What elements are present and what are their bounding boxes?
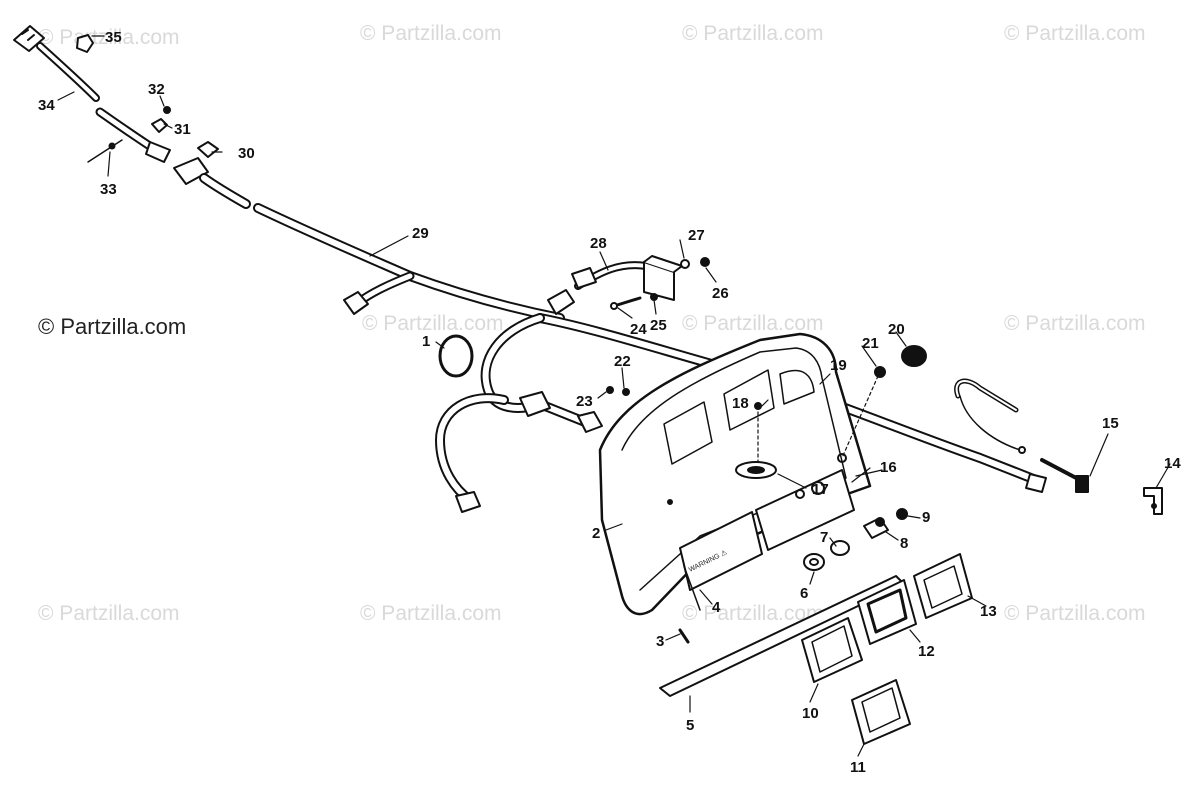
part-20-knob (901, 345, 927, 367)
part-19-leader (841, 375, 879, 459)
callout-18: 18 (732, 395, 749, 412)
part-14-bracket (1143, 487, 1163, 515)
callout-9: 9 (922, 509, 930, 526)
part-21-nut (874, 366, 886, 378)
callout-10: 10 (802, 705, 819, 722)
watermark: © Partzilla.com (1004, 312, 1146, 335)
part-22-screw (622, 388, 630, 396)
part-34-harness-lead (13, 25, 100, 102)
part-30-connector (197, 141, 219, 158)
part-15-cable-switch (954, 378, 1089, 493)
watermark: © Partzilla.com (1004, 602, 1146, 625)
callout-4: 4 (712, 599, 721, 616)
callout-29: 29 (412, 225, 429, 242)
callout-33: 33 (100, 181, 117, 198)
leader-lines (57, 35, 1171, 757)
callout-5: 5 (686, 717, 694, 734)
part-1-clamp (438, 334, 474, 378)
callout-25: 25 (650, 317, 667, 334)
callout-17: 17 (812, 481, 829, 498)
watermark: © Partzilla.com (38, 602, 180, 625)
part-26-nut (700, 257, 710, 267)
callout-11: 11 (850, 759, 866, 776)
watermark: © Partzilla.com (682, 312, 824, 335)
callout-8: 8 (900, 535, 908, 552)
callout-28: 28 (590, 235, 607, 252)
watermark: © Partzilla.com (1004, 22, 1146, 45)
watermark: © Partzilla.com (360, 602, 502, 625)
callout-23: 23 (576, 393, 593, 410)
callout-35: 35 (105, 29, 122, 46)
callout-2: 2 (592, 525, 600, 542)
part-11-bezel (851, 679, 911, 745)
part-24-bolt (610, 296, 642, 310)
callout-3: 3 (656, 633, 664, 650)
watermark: © Partzilla.com (682, 602, 824, 625)
callout-13: 13 (980, 603, 997, 620)
callout-24: 24 (630, 321, 647, 338)
callout-31: 31 (174, 121, 191, 138)
callout-32: 32 (148, 81, 165, 98)
part-10-bezel (801, 617, 863, 683)
callout-15: 15 (1102, 415, 1119, 432)
part-3-screw (678, 628, 690, 644)
part-27-screw (680, 259, 690, 269)
callout-30: 30 (238, 145, 255, 162)
callout-19: 19 (830, 357, 847, 374)
watermark: © Partzilla.com (360, 22, 502, 45)
part-6-nut (803, 553, 825, 571)
callout-34: 34 (38, 97, 55, 114)
callout-26: 26 (712, 285, 729, 302)
part-35-plug (76, 34, 94, 53)
callout-21: 21 (862, 335, 879, 352)
part-32-screw (163, 106, 171, 114)
part-28-connector-lead (571, 255, 683, 301)
callout-labels: 35 34 32 31 30 33 29 28 27 26 25 24 1 22… (38, 29, 1181, 776)
watermark: © Partzilla.com (38, 26, 180, 49)
callout-22: 22 (614, 353, 631, 370)
callout-12: 12 (918, 643, 935, 660)
part-23-screw (606, 386, 614, 394)
callout-7: 7 (820, 529, 828, 546)
callout-14: 14 (1164, 455, 1181, 472)
part-29-main-harness (95, 107, 1047, 513)
watermark: © Partzilla.com (362, 312, 504, 335)
callout-27: 27 (688, 227, 705, 244)
part-12-bezel (857, 579, 917, 645)
watermark-primary: © Partzilla.com (38, 314, 187, 339)
part-9-nut (896, 508, 908, 520)
watermark: © Partzilla.com (682, 22, 824, 45)
part-8-switch (863, 517, 889, 539)
part-31-clip (151, 118, 168, 133)
part-18-screw (754, 402, 762, 463)
part-2-dash-panel (598, 332, 872, 616)
part-7-grommet (830, 540, 850, 556)
callout-16: 16 (880, 459, 897, 476)
callout-6: 6 (800, 585, 808, 602)
part-25-washer (650, 293, 658, 301)
part-33-wire (87, 139, 123, 163)
callout-1: 1 (422, 333, 430, 350)
part-13-bezel (913, 553, 973, 619)
callout-20: 20 (888, 321, 905, 338)
